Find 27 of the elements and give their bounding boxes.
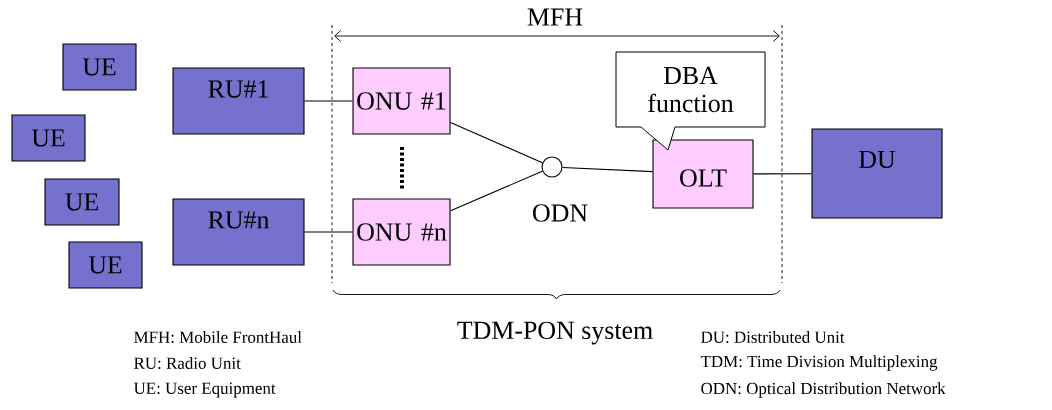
ue-box: UE	[62, 43, 137, 91]
dimension-label: MFH	[527, 8, 583, 26]
ue-box: UE	[44, 178, 120, 226]
connector-line	[304, 100, 353, 102]
olt-box: OLT	[652, 139, 754, 209]
abbreviation-note: ODN: Optical Distribution Network	[701, 382, 946, 398]
radio-unit-box: RU#n	[172, 198, 305, 266]
ue-box: UE	[68, 241, 143, 289]
abbreviation-note: RU: Radio Unit	[134, 357, 241, 369]
connector-line	[562, 166, 653, 173]
radio-unit-box: RU#1	[172, 67, 305, 135]
onu-box: ONU #n	[352, 198, 451, 266]
distributed-unit-box: DU	[811, 128, 943, 219]
system-label: TDM-PON system	[457, 321, 653, 345]
abbreviation-note: UE: User Equipment	[133, 382, 276, 398]
connector-line	[753, 173, 812, 175]
connector-line	[450, 170, 543, 212]
abbreviation-note: DU: Distributed Unit	[701, 331, 845, 343]
connector-line	[450, 121, 543, 164]
splitter-circle	[541, 156, 563, 178]
callout-box: DBA function	[615, 51, 766, 151]
abbreviation-note: TDM: Time Division Multiplexing	[700, 355, 938, 371]
abbreviation-note: MFH: Mobile FrontHaul	[134, 331, 302, 343]
ue-box: UE	[11, 114, 86, 162]
onu-box: ONU #1	[352, 67, 451, 135]
node-label: ODN	[533, 204, 588, 222]
connector-line	[304, 231, 353, 233]
